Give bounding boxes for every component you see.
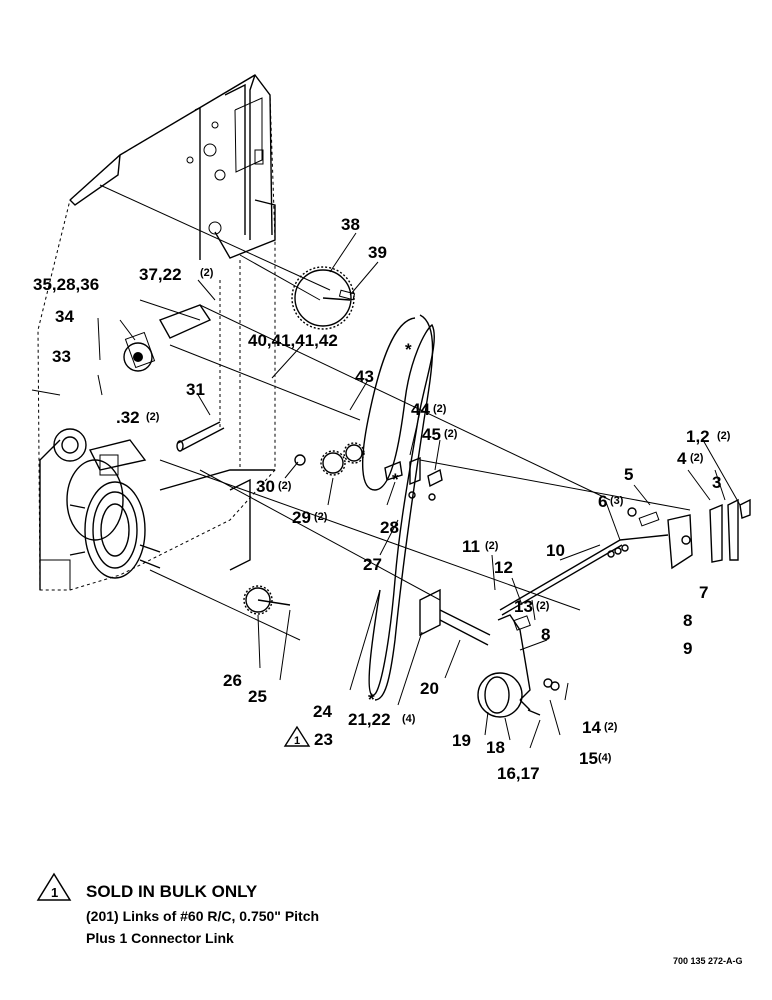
tensioner-bracket (607, 498, 751, 570)
qty-13: (2) (536, 600, 550, 612)
callout-20: 20 (420, 679, 439, 698)
callout-16-17: 16,17 (497, 764, 540, 783)
chain-guide-bracket (384, 456, 443, 501)
callout-44: 44 (411, 400, 430, 419)
callout-31: 31 (186, 380, 205, 399)
qty-4: (2) (690, 452, 704, 464)
callout-43: 43 (355, 367, 374, 386)
callout-10: 10 (546, 541, 565, 560)
large-sprocket-38 (291, 266, 356, 330)
chain-asterisk: * (405, 340, 412, 359)
callout-3: 3 (712, 473, 721, 492)
callout-9: 9 (683, 639, 692, 658)
callout-37-22: 37,22 (139, 265, 182, 284)
callout-40-41-41-42: 40,41,41,42 (248, 331, 338, 350)
qty-45: (2) (444, 428, 458, 440)
qty-15: (4) (598, 752, 612, 764)
callout-45: 45 (422, 425, 441, 444)
callout-25: 25 (248, 687, 267, 706)
callout-8-left: 8 (541, 625, 550, 644)
frame-panel (31, 74, 276, 591)
callout-34: 34 (55, 307, 74, 326)
qty-21-22: (4) (402, 713, 416, 725)
callout-7: 7 (699, 583, 708, 602)
callout-6: 6 (598, 492, 607, 511)
callout-27: 27 (363, 555, 382, 574)
callout-33: 33 (52, 347, 71, 366)
callout-14: 14 (582, 718, 601, 737)
qty-29: (2) (314, 511, 328, 523)
qty-30: (2) (278, 480, 292, 492)
svg-text:1: 1 (294, 735, 300, 747)
callout-38: 38 (341, 215, 360, 234)
callout-5: 5 (624, 465, 633, 484)
note-line-1: (201) Links of #60 R/C, 0.750" Pitch (86, 908, 320, 924)
note-marker-number: 1 (51, 885, 58, 900)
drive-chain (361, 314, 435, 701)
callout-15: 15 (579, 749, 598, 768)
callout-13: 13 (514, 597, 533, 616)
callout-8-right: 8 (683, 611, 692, 630)
exploded-parts-diagram: * * * 38 39 35,28,36 37,22 (2) 40,41,41,… (31, 74, 751, 783)
qty-44: (2) (433, 403, 447, 415)
callout-26: 26 (223, 671, 242, 690)
qty-37: (2) (200, 267, 214, 279)
callout-28: 28 (380, 518, 399, 537)
note-title: SOLD IN BULK ONLY (86, 882, 258, 901)
callout-21-22: 21,22 (348, 710, 391, 729)
callout-29: 29 (292, 508, 311, 527)
gearbox (53, 342, 153, 476)
callout-18: 18 (486, 738, 505, 757)
callout-35-28-36: 35,28,36 (33, 275, 99, 294)
callout-12: 12 (494, 558, 513, 577)
chain-asterisk: * (368, 690, 375, 709)
callout-4: 4 (677, 449, 687, 468)
qty-1-2: (2) (717, 430, 731, 442)
note-triangle-icon: 1 (36, 872, 72, 902)
leader-lines (97, 232, 741, 749)
qty-6: (3) (610, 495, 624, 507)
callout-1-2: 1,2 (686, 427, 710, 446)
note-1-marker-in-diagram: 1 (283, 725, 311, 747)
qty-11: (2) (485, 540, 499, 552)
callout-39: 39 (368, 243, 387, 262)
drive-pulley (66, 459, 161, 579)
callout-11: 11 (462, 537, 480, 556)
chain-asterisk: * (392, 470, 399, 489)
note-line-2: Plus 1 Connector Link (86, 930, 234, 946)
qty-14: (2) (604, 721, 618, 733)
callout-30: 30 (256, 477, 275, 496)
shaft-31 (176, 421, 225, 452)
idler-arm-assembly (419, 539, 623, 718)
callout-19: 19 (452, 731, 471, 750)
callout-24: 24 (313, 702, 332, 721)
small-sprockets (243, 442, 365, 615)
drawing-reference-number: 700 135 272-A-G (673, 956, 743, 966)
assembly-centerlines (99, 184, 691, 641)
callout-23: 23 (314, 730, 333, 749)
qty-32: (2) (146, 411, 160, 423)
callout-32: .32 (116, 408, 140, 427)
